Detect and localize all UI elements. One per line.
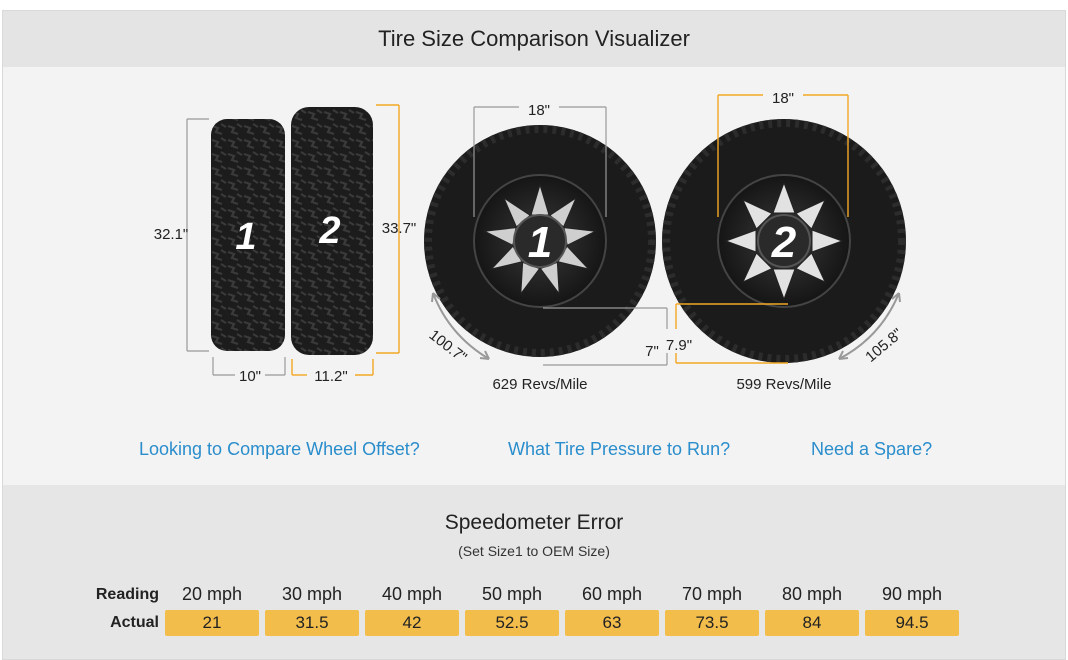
side-tire-1-number: 1 — [235, 216, 256, 258]
reading-cell: 70 mph — [681, 584, 743, 604]
actual-cell: 52.5 — [465, 610, 559, 636]
front-tire-1: 1 18" 7" 100.7" 629 Revs/Mile — [424, 102, 668, 393]
side-tire-2-number: 2 — [318, 210, 340, 252]
front-tire-1-number: 1 — [528, 218, 552, 267]
speedometer-title: Speedometer Error — [444, 511, 624, 534]
front-tire-2-revs: 599 Revs/Mile — [736, 376, 831, 393]
compare-wheel-offset-link[interactable]: Looking to Compare Wheel Offset? — [139, 439, 420, 459]
tire-pressure-link[interactable]: What Tire Pressure to Run? — [508, 439, 731, 459]
side-tire-1-body — [211, 119, 285, 351]
actual-cell: 31.5 — [265, 610, 359, 636]
reading-cell: 90 mph — [881, 584, 943, 604]
page-title: Tire Size Comparison Visualizer — [378, 26, 690, 51]
reading-cell: 20 mph — [181, 584, 243, 604]
reading-cell: 30 mph — [281, 584, 343, 604]
actual-cell: 42 — [365, 610, 459, 636]
front-tire-2-wheel-size: 18" — [772, 90, 794, 107]
speedometer-subtitle: (Set Size1 to OEM Size) — [458, 543, 610, 559]
side-tire-2-body — [291, 107, 373, 355]
speedometer-error-section: Speedometer Error (Set Size1 to OEM Size… — [3, 485, 1065, 659]
side-tire-2-width: 11.2" — [314, 368, 347, 385]
title-bar: Tire Size Comparison Visualizer — [3, 11, 1065, 67]
tire-diagram: 1 32.1" 10" 2 33.7" 11.2" — [154, 90, 906, 393]
front-tire-1-wheel-size: 18" — [528, 102, 550, 119]
side-tire-1-height: 32.1" — [154, 226, 189, 243]
reading-cell: 50 mph — [481, 584, 543, 604]
side-tire-2-height: 33.7" — [382, 220, 417, 237]
front-tire-2-circumference: 105.8" — [862, 325, 906, 366]
need-a-spare-link[interactable]: Need a Spare? — [811, 439, 933, 459]
front-tire-2-sidewall: 7.9" — [666, 337, 692, 354]
actual-cell: 73.5 — [665, 610, 759, 636]
front-tire-1-revs: 629 Revs/Mile — [492, 376, 587, 393]
side-tire-1-width: 10" — [239, 368, 261, 385]
actual-cell: 63 — [565, 610, 659, 636]
front-tire-2: 2 18" 7.9" 105.8" 599 Revs/Mile — [662, 90, 906, 393]
actual-cell: 84 — [765, 610, 859, 636]
side-tire-2: 2 33.7" 11.2" — [291, 104, 417, 385]
tire-visualization: 1 32.1" 10" 2 33.7" 11.2" — [3, 67, 1065, 487]
reading-cell: 40 mph — [381, 584, 443, 604]
front-tire-1-circumference: 100.7" — [426, 327, 470, 367]
reading-cell: 80 mph — [781, 584, 843, 604]
front-tire-1-sidewall: 7" — [645, 343, 659, 360]
reading-cell: 60 mph — [581, 584, 643, 604]
reading-row-label: Reading — [95, 586, 159, 603]
helper-links: Looking to Compare Wheel Offset? What Ti… — [3, 439, 1065, 469]
actual-cell: 21 — [165, 610, 259, 636]
actual-row-label: Actual — [110, 614, 159, 631]
visualizer-panel: Tire Size Comparison Visualizer — [2, 10, 1066, 660]
side-tire-1: 1 32.1" 10" — [154, 118, 286, 385]
front-tire-2-number: 2 — [771, 218, 797, 267]
actual-cell: 94.5 — [865, 610, 959, 636]
